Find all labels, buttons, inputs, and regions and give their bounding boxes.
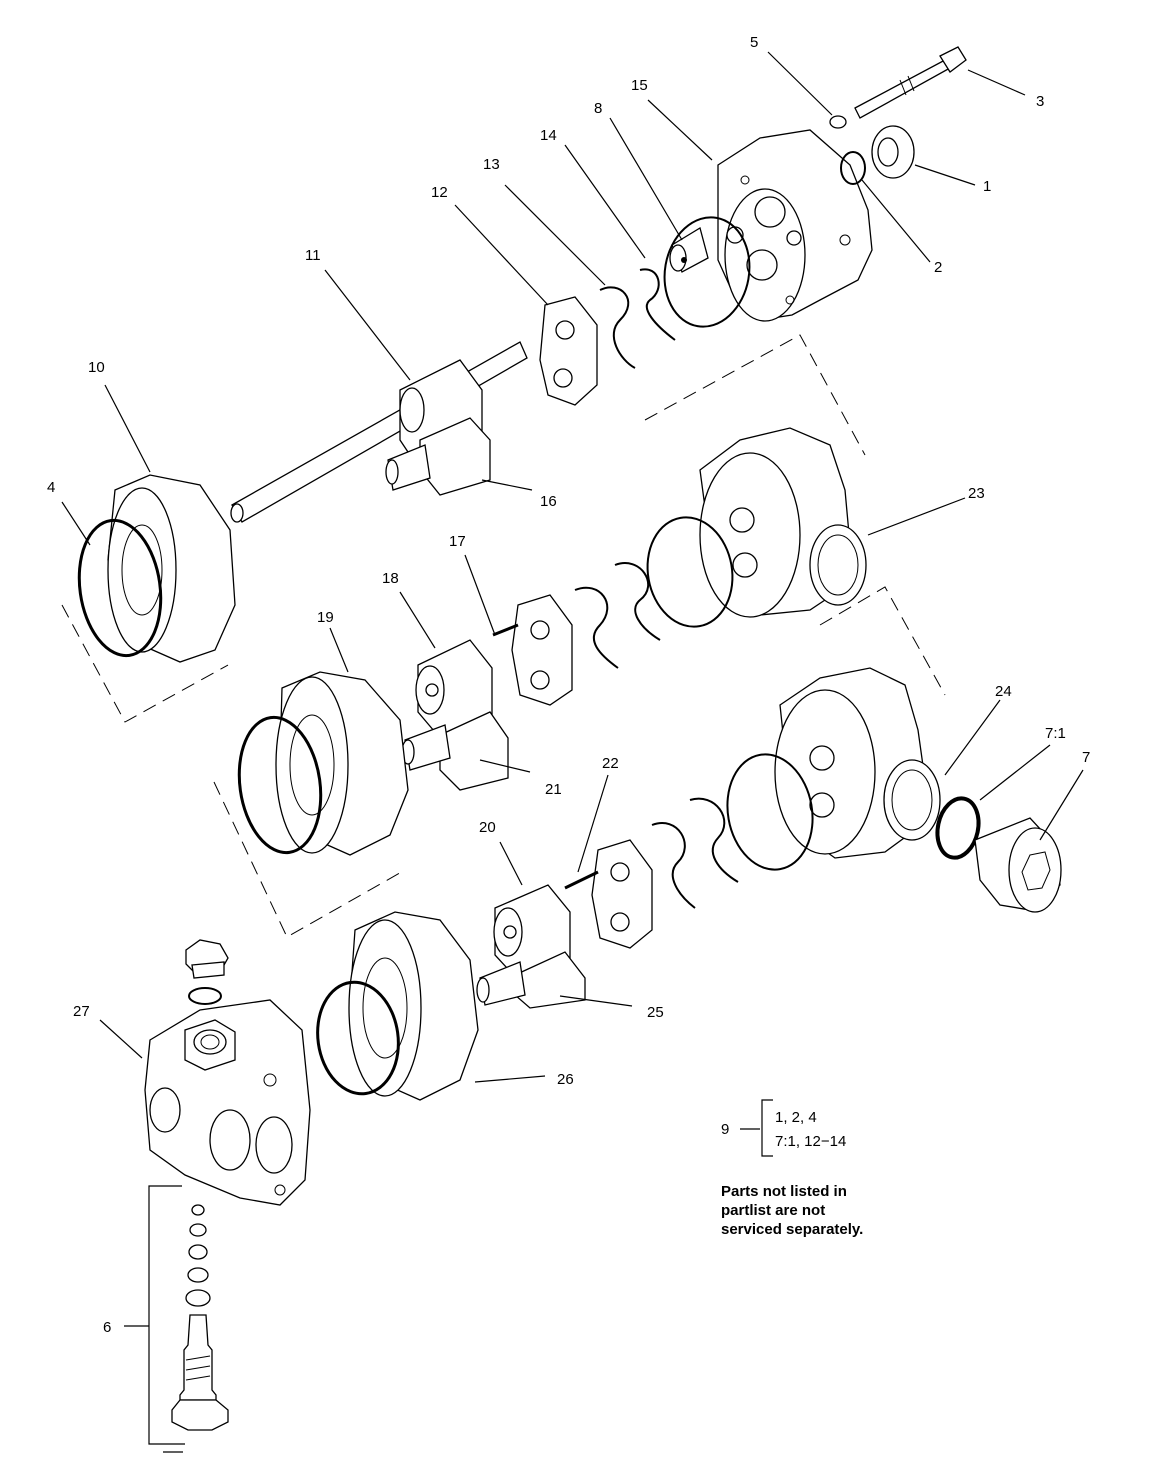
gear-part-18 bbox=[415, 639, 493, 739]
wear-plate-part-12 bbox=[539, 296, 598, 406]
callout-27: 27 bbox=[73, 1003, 90, 1020]
o-ring-housing-23 bbox=[646, 516, 734, 628]
callout-18: 18 bbox=[382, 570, 399, 587]
o-ring-large-upper bbox=[663, 216, 751, 328]
callout-23: 23 bbox=[968, 485, 985, 502]
wear-plate-part-17 bbox=[492, 594, 573, 706]
wear-clip-lower-rear bbox=[651, 822, 696, 909]
wear-clip-upper-mid bbox=[614, 562, 661, 641]
seal-part-1 bbox=[871, 125, 915, 179]
bushing-part-8 bbox=[669, 226, 709, 273]
callout-15: 15 bbox=[631, 77, 648, 94]
kit-number: 9 bbox=[721, 1121, 730, 1138]
callout-4: 4 bbox=[47, 479, 55, 496]
callout-labels: 5 15 3 8 14 13 1 12 11 2 10 4 16 23 17 1… bbox=[47, 34, 1090, 1336]
bolt-part-3 bbox=[854, 46, 967, 119]
callout-6: 6 bbox=[103, 1319, 111, 1336]
callout-14: 14 bbox=[540, 127, 557, 144]
callout-5: 5 bbox=[750, 34, 758, 51]
callout-8: 8 bbox=[594, 100, 602, 117]
callout-12: 12 bbox=[431, 184, 448, 201]
washer-part-5 bbox=[829, 115, 847, 129]
kit-item-1: 1, 2, 4 bbox=[775, 1109, 817, 1126]
callout-21: 21 bbox=[545, 781, 562, 798]
o-ring-part-4 bbox=[77, 518, 163, 658]
callout-20: 20 bbox=[479, 819, 496, 836]
note-line-2: partlist are not bbox=[721, 1202, 826, 1219]
o-ring-part-26 bbox=[316, 980, 400, 1096]
callout-2: 2 bbox=[934, 259, 942, 276]
callout-19: 19 bbox=[317, 609, 334, 626]
wear-clip-part-14 bbox=[639, 268, 676, 341]
kit-item-2: 7:1, 12−14 bbox=[775, 1133, 847, 1150]
callout-7: 7 bbox=[1082, 749, 1090, 766]
bracket-part-6 bbox=[148, 1185, 185, 1445]
housing-part-19 bbox=[275, 671, 409, 856]
plug-part-7 bbox=[974, 817, 1062, 913]
leader-lines bbox=[61, 51, 1084, 1327]
o-ring-part-2 bbox=[840, 151, 866, 185]
gear-housing-part-24 bbox=[774, 667, 941, 859]
wear-clip-upper-rear bbox=[689, 797, 739, 883]
callout-1: 1 bbox=[983, 178, 991, 195]
callout-26: 26 bbox=[557, 1071, 574, 1088]
gear-part-25 bbox=[476, 951, 586, 1009]
callout-17: 17 bbox=[449, 533, 466, 550]
cap-o-ring bbox=[188, 987, 222, 1005]
front-cover-part-15 bbox=[717, 129, 873, 322]
gear-part-20 bbox=[493, 884, 571, 981]
cap-plug bbox=[185, 939, 229, 979]
assembly-guide-lines bbox=[61, 334, 946, 938]
callout-13: 13 bbox=[483, 156, 500, 173]
wear-clip-lower-mid bbox=[574, 586, 619, 669]
note-line-3: serviced separately. bbox=[721, 1221, 864, 1238]
kit-bracket bbox=[740, 1099, 773, 1157]
wear-plate-part-22 bbox=[564, 839, 653, 949]
callout-10: 10 bbox=[88, 359, 105, 376]
relief-valve-part-6 bbox=[171, 1204, 229, 1431]
driven-gear-part-16 bbox=[385, 417, 491, 496]
callout-11: 11 bbox=[305, 247, 321, 264]
kit-9-group: 9 1, 2, 4 7:1, 12−14 bbox=[718, 1104, 918, 1164]
callout-7-1: 7:1 bbox=[1045, 725, 1066, 742]
service-note: Parts not listed in partlist are not ser… bbox=[721, 1182, 981, 1239]
callout-25: 25 bbox=[647, 1004, 664, 1021]
gear-part-21 bbox=[401, 711, 509, 791]
o-ring-housing-24 bbox=[726, 753, 814, 871]
callout-24: 24 bbox=[995, 683, 1012, 700]
callout-16: 16 bbox=[540, 493, 557, 510]
housing-part-26 bbox=[348, 911, 479, 1101]
gear-housing-part-23 bbox=[699, 427, 867, 618]
callout-3: 3 bbox=[1036, 93, 1044, 110]
valve-body-part-27 bbox=[144, 999, 311, 1206]
note-line-1: Parts not listed in bbox=[721, 1183, 847, 1200]
o-ring-part-19 bbox=[237, 715, 323, 855]
o-ring-part-7-1 bbox=[935, 796, 981, 860]
callout-22: 22 bbox=[602, 755, 619, 772]
wear-clip-part-13 bbox=[599, 286, 636, 369]
bearing-housing-part-10 bbox=[107, 474, 236, 663]
